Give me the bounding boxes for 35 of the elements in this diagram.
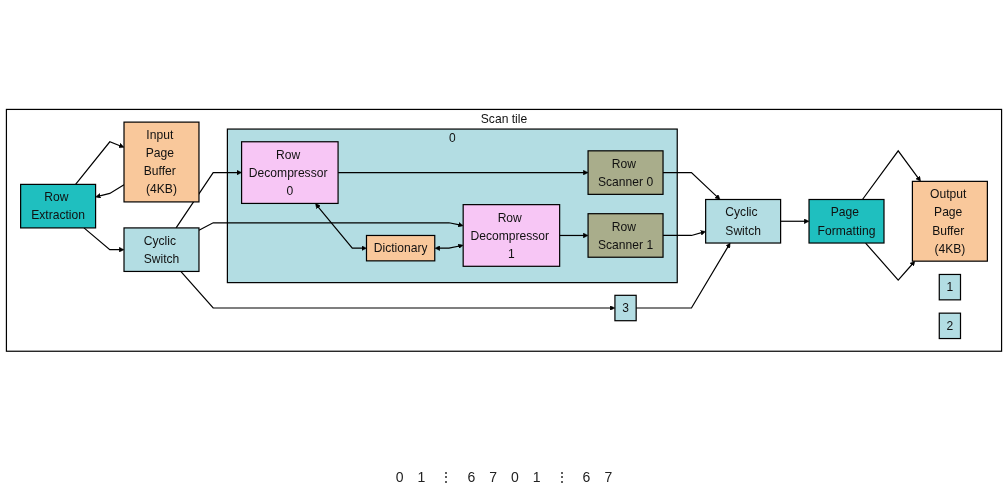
arrow xyxy=(434,243,464,251)
arrow xyxy=(83,226,125,252)
node-box: 1 xyxy=(938,273,962,301)
node-box: Cyclic Switch xyxy=(123,226,200,272)
arrow xyxy=(780,218,810,224)
arrow xyxy=(861,149,921,200)
arrow xyxy=(559,232,589,238)
port-number: 1 xyxy=(532,469,541,485)
port-number: 1 xyxy=(417,469,426,485)
node-box: Row Decompressor 0 xyxy=(241,140,339,204)
arrow xyxy=(865,242,916,281)
port-number: 7 xyxy=(604,469,613,485)
arrow xyxy=(315,203,367,251)
node-box: Dictionary xyxy=(365,234,436,262)
node-box: 3 xyxy=(614,294,637,321)
port-number: 7 xyxy=(489,469,497,485)
port-number: 0 xyxy=(511,469,519,485)
node-box: Input Page Buffer (4KB) xyxy=(123,121,200,203)
node-box: Row Scanner 1 xyxy=(587,212,664,258)
node-box: Output Page Buffer (4KB) xyxy=(911,180,988,262)
node-box: Row Extraction xyxy=(20,183,97,229)
node-box: Page Formatting xyxy=(808,198,885,244)
port-number: 0 xyxy=(395,469,404,485)
node-box: 2 xyxy=(938,312,962,339)
arrow xyxy=(175,169,242,229)
port-number: 6 xyxy=(582,469,591,485)
node-box: Row Decompressor 1 xyxy=(462,203,561,267)
arrow xyxy=(74,140,125,185)
arrow xyxy=(95,183,125,199)
port-number: 6 xyxy=(467,469,476,485)
node-box: Cyclic Switch xyxy=(705,198,782,244)
port-number: ⋮ xyxy=(554,469,569,485)
arrow xyxy=(198,221,464,231)
port-number: ⋮ xyxy=(439,469,454,485)
node-box: Row Scanner 0 xyxy=(587,149,664,195)
